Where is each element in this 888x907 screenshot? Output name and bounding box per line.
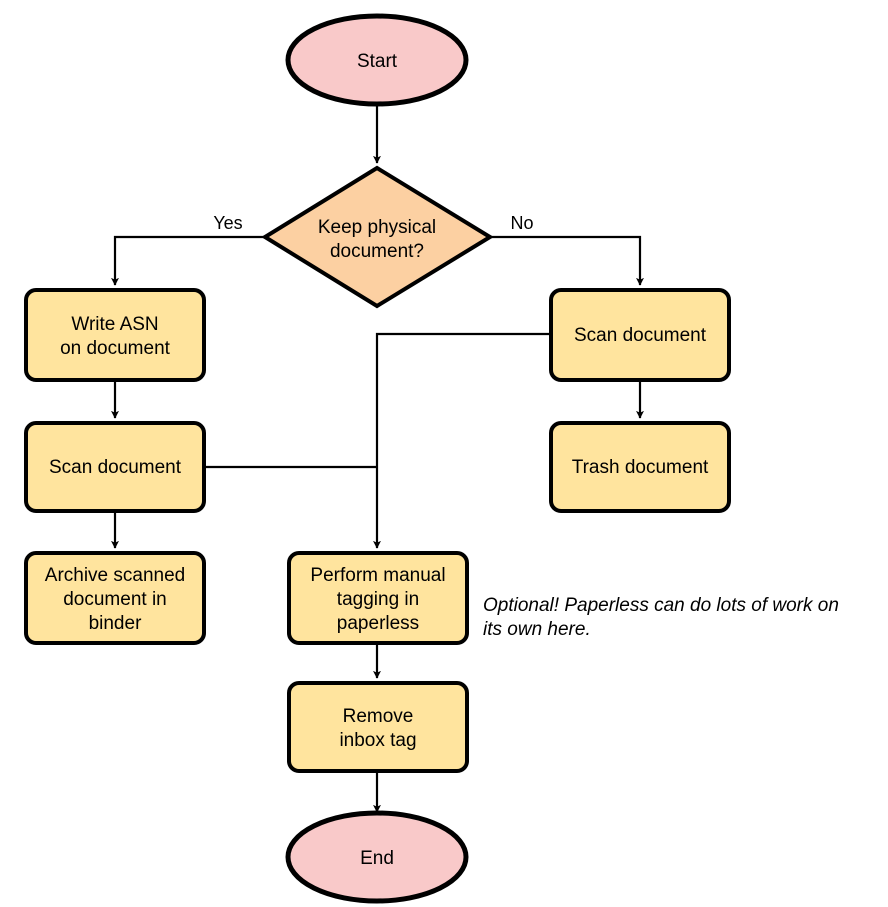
annotation-optional-note: Optional! Paperless can do lots of work … (483, 595, 839, 640)
edge-decision-no-to-scan-right (490, 235, 644, 286)
write-asn-label-line2: on document (60, 338, 171, 359)
edge-decision-yes-to-write-asn (111, 235, 265, 286)
end-ellipse[interactable] (285, 810, 469, 904)
node-end[interactable]: End (285, 810, 469, 904)
tagging-box[interactable] (287, 551, 469, 645)
remove-inbox-label-line1: Remove (343, 706, 414, 727)
tagging-label-line2: tagging in (337, 589, 419, 610)
scan-document-left-box[interactable] (24, 421, 206, 513)
scan-document-right-label: Scan document (574, 325, 707, 346)
optional-note-line1: Optional! Paperless can do lots of work … (483, 595, 839, 616)
optional-note-line2: its own here. (483, 619, 591, 640)
write-asn-label-line1: Write ASN (71, 314, 158, 335)
node-remove-inbox-tag[interactable]: Remove inbox tag (287, 681, 469, 773)
scan-document-right-box[interactable] (549, 288, 731, 382)
remove-inbox-label-line2: inbox tag (339, 730, 416, 751)
edges-layer (111, 101, 644, 813)
trash-document-label: Trash document (572, 457, 709, 478)
archive-label-line1: Archive scanned (45, 565, 185, 586)
node-perform-manual-tagging[interactable]: Perform manual tagging in paperless (287, 551, 469, 645)
node-scan-document-right[interactable]: Scan document (549, 288, 731, 382)
scan-document-left-label: Scan document (49, 457, 182, 478)
write-asn-box[interactable] (24, 288, 206, 382)
decision-label-line1: Keep physical (318, 217, 436, 238)
tagging-label-line1: Perform manual (310, 565, 445, 586)
node-archive-scanned-document[interactable]: Archive scanned document in binder (24, 551, 206, 645)
remove-inbox-tag-box[interactable] (287, 681, 469, 773)
edge-scan-right-to-tagging (373, 332, 551, 549)
node-start[interactable]: Start (285, 13, 469, 107)
node-scan-document-left[interactable]: Scan document (24, 421, 206, 513)
edge-labels-layer: Yes No (213, 213, 533, 233)
archive-label-line3: binder (89, 613, 142, 634)
node-write-asn[interactable]: Write ASN on document (24, 288, 206, 382)
trash-document-box[interactable] (549, 421, 731, 513)
start-ellipse[interactable] (285, 13, 469, 107)
archive-box[interactable] (24, 551, 206, 645)
decision-label-line2: document? (330, 241, 424, 262)
end-label: End (360, 848, 394, 869)
tagging-label-line3: paperless (337, 613, 419, 634)
node-trash-document[interactable]: Trash document (549, 421, 731, 513)
node-decision-keep-physical-document[interactable]: Keep physical document? (261, 165, 494, 309)
edge-label-no: No (510, 213, 533, 233)
start-label: Start (357, 51, 398, 72)
decision-diamond[interactable] (261, 165, 494, 309)
edge-label-yes: Yes (213, 213, 242, 233)
archive-label-line2: document in (63, 589, 167, 610)
